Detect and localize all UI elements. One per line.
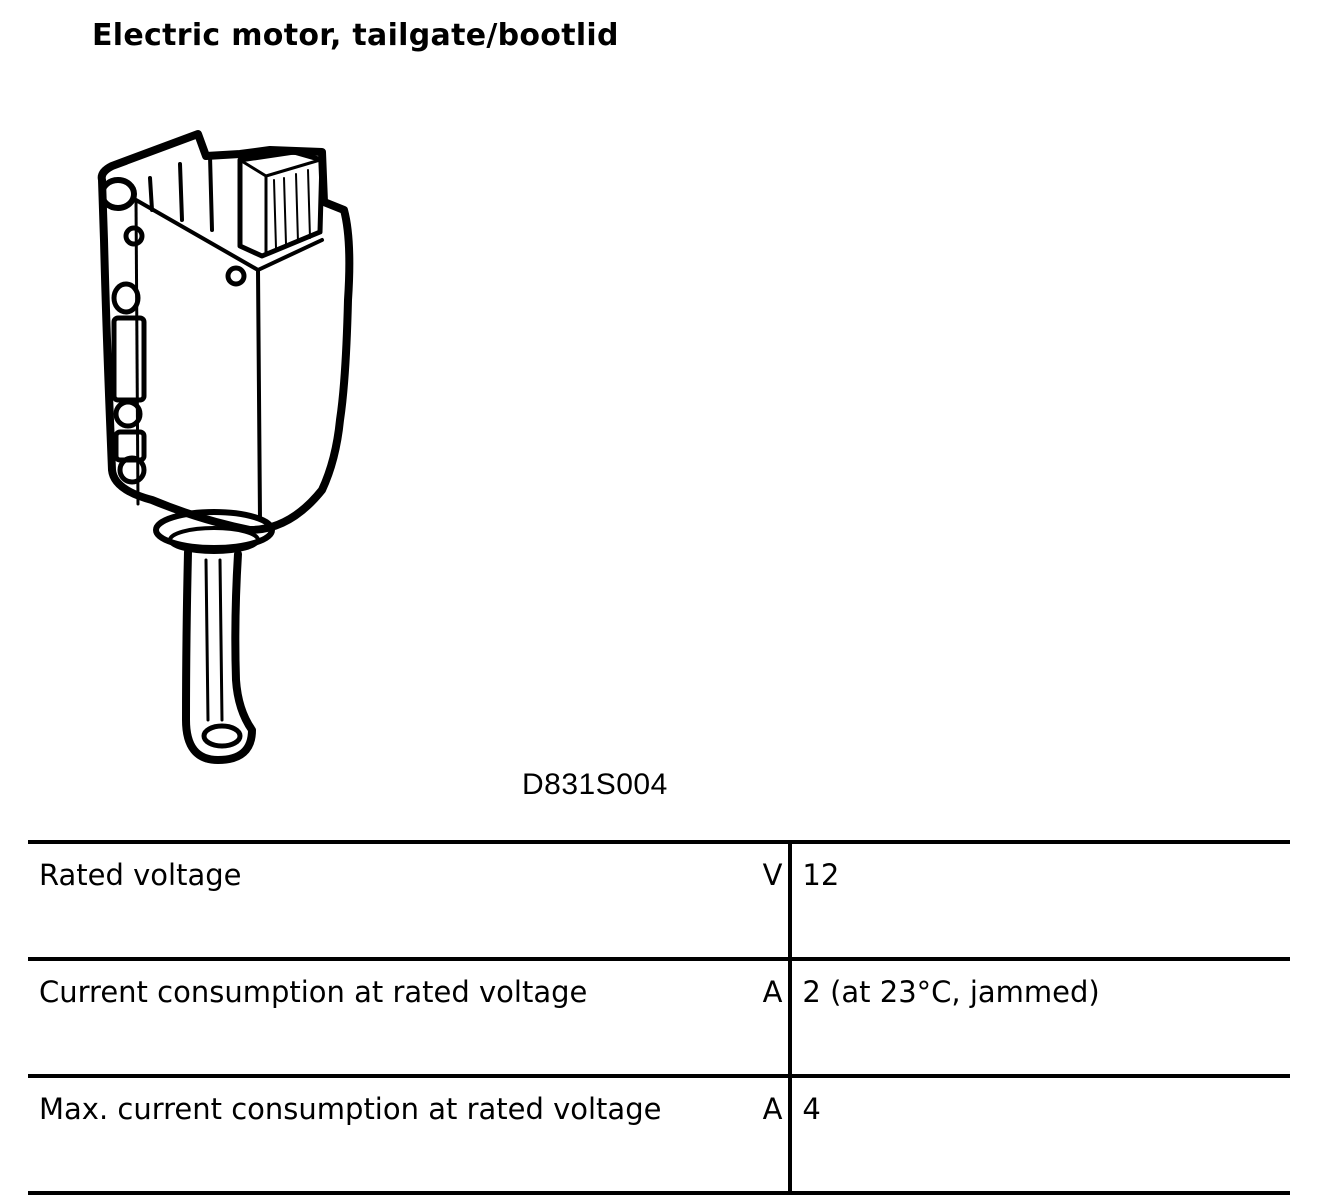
- parameter-cell: Max. current consumption at rated voltag…: [28, 1074, 761, 1195]
- unit-cell: A: [760, 957, 793, 1076]
- specification-table: Rated voltage V 12 Current consumption a…: [28, 840, 1290, 1195]
- page-title: Electric motor, tailgate/bootlid: [92, 18, 619, 53]
- unit-cell: A: [760, 1074, 793, 1195]
- value-cell: 2 (at 23°C, jammed): [790, 957, 1290, 1076]
- unit-cell: V: [760, 840, 793, 959]
- parameter-cell: Rated voltage: [28, 840, 761, 959]
- table-row: Rated voltage V 12: [28, 840, 1290, 959]
- value-cell: 4: [790, 1074, 1290, 1195]
- table-row: Max. current consumption at rated voltag…: [28, 1074, 1290, 1195]
- table-row: Current consumption at rated voltage A 2…: [28, 957, 1290, 1076]
- parameter-cell: Current consumption at rated voltage: [28, 957, 761, 1076]
- tailgate-motor-illustration: [97, 130, 354, 764]
- figure-code: D831S004: [522, 768, 668, 801]
- value-cell: 12: [790, 840, 1290, 959]
